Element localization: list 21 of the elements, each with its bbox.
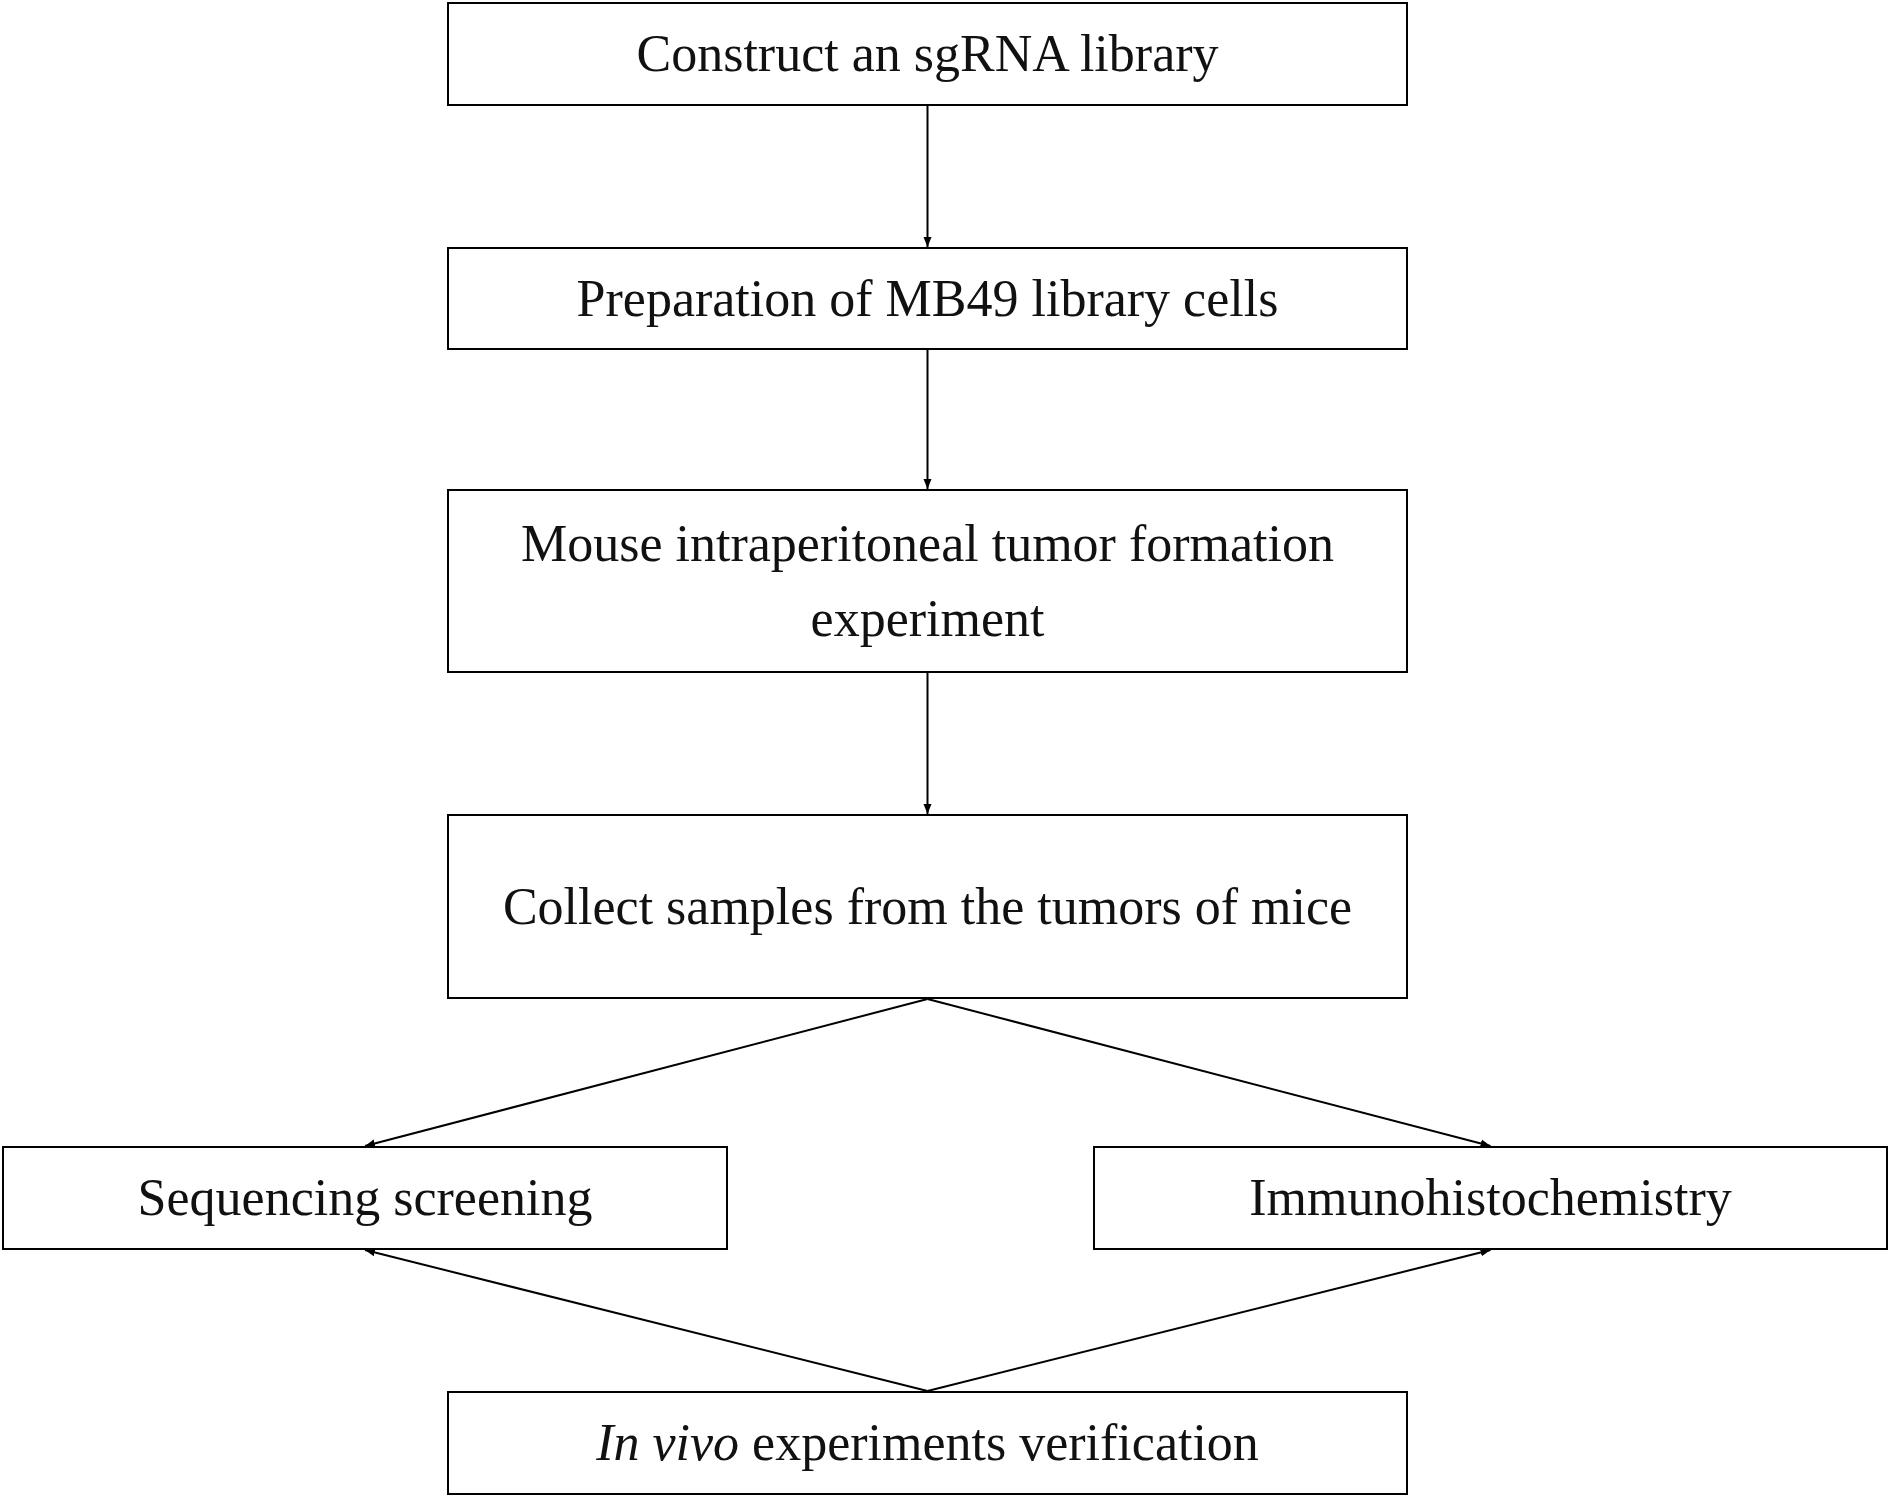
arrow — [364, 1248, 929, 1392]
step-label: Collect samples from the tumors of mice — [501, 876, 1354, 937]
arrow — [923, 349, 932, 490]
step-label: In vivo experiments verification — [595, 1413, 1260, 1474]
process-box — [447, 1391, 1408, 1495]
process-box — [447, 2, 1408, 106]
step-label: Immunohistochemistry — [1248, 1168, 1733, 1229]
step-label: Mouse intraperitoneal tumor formation experiment — [520, 513, 1335, 649]
step-label: Sequencing screening — [136, 1168, 594, 1229]
step-label: Preparation of MB49 library cells — [575, 268, 1280, 329]
arrow — [926, 998, 1492, 1148]
process-box — [447, 489, 1408, 673]
arrow — [923, 105, 932, 248]
arrow — [926, 1248, 1492, 1392]
arrow — [364, 998, 929, 1148]
arrow — [923, 672, 932, 815]
process-box — [2, 1146, 728, 1250]
process-box — [447, 814, 1408, 999]
step-label: Construct an sgRNA library — [635, 24, 1220, 85]
process-box — [447, 247, 1408, 350]
process-box — [1093, 1146, 1888, 1250]
